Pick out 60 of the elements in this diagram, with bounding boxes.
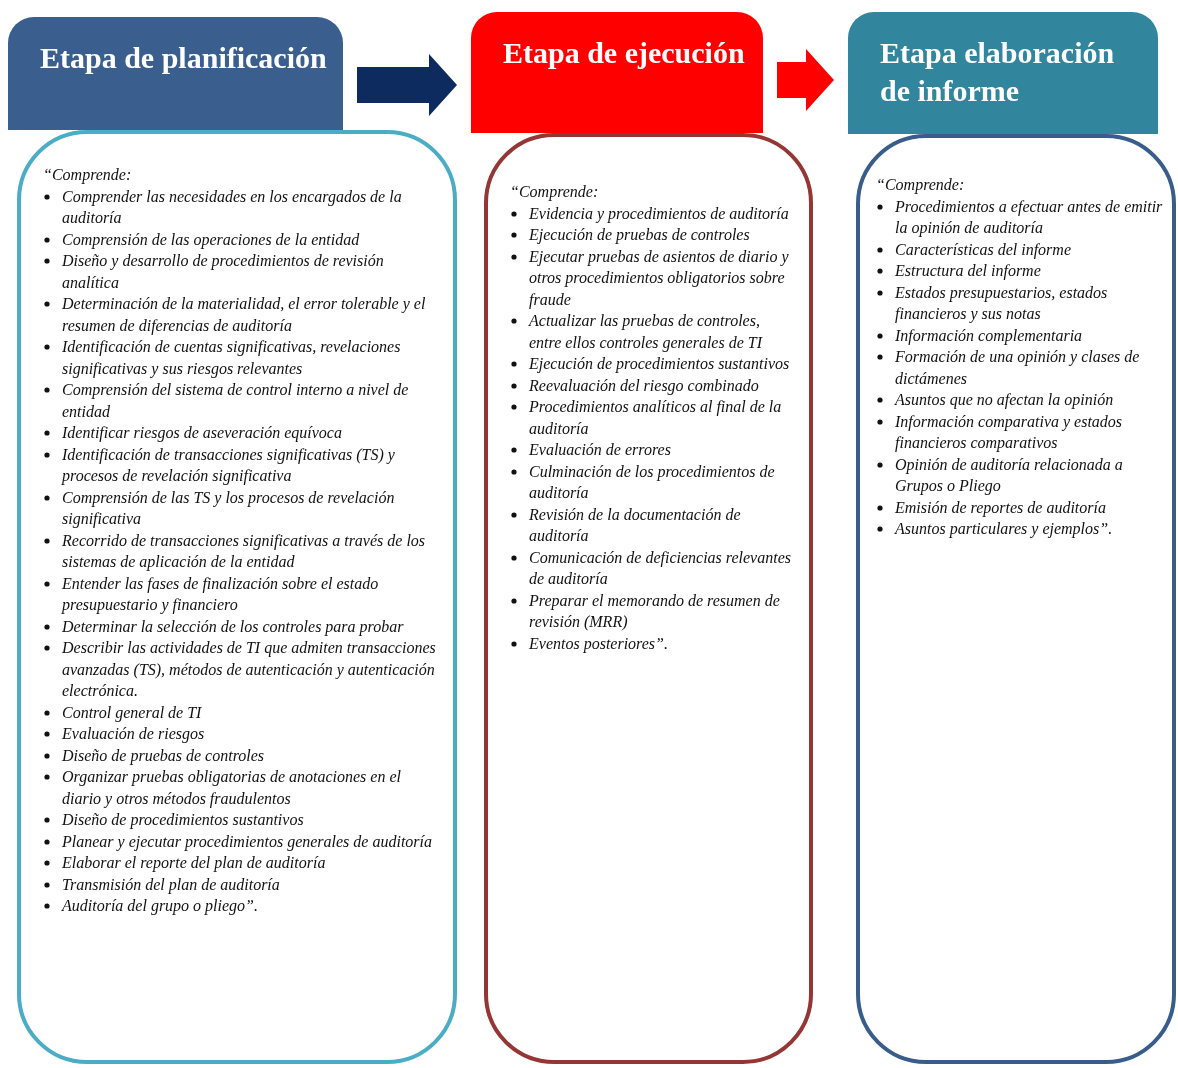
list-item: Planear y ejecutar procedimientos generales de auditoría <box>62 832 432 850</box>
stage-title: Etapa de ejecución <box>503 35 746 71</box>
list-item: Emisión de reportes de auditoría <box>895 498 1106 516</box>
list-item: Transmisión del plan de auditoría <box>62 875 280 893</box>
list-item: Identificar riesgos de aseveración equívoca <box>62 424 342 441</box>
list-item: Ejecutar pruebas de asientos de diario y otros procedimientos obligatorios sobre fraude <box>529 247 789 308</box>
list-item: Ejecución de procedimientos sustantivos <box>529 355 790 372</box>
list-item: Reevaluación del riesgo combinado <box>529 376 759 394</box>
stage-title: Etapa elaboración de informe <box>880 35 1116 109</box>
block-arrow <box>357 54 457 116</box>
list-item: Determinación de la materialidad, el error tolerable y el resumen de diferencias de auditoría <box>62 295 426 334</box>
list-item: Evaluación de errores <box>529 441 671 458</box>
list-item: Determinar la selección de los controles para probar <box>62 617 404 635</box>
list-item: Opinión de auditoría relacionada a Grupos o Pliego <box>895 455 1123 494</box>
content-panel <box>856 134 1176 1064</box>
list-item: Asuntos particulares y ejemplos”. <box>895 520 1113 537</box>
intro-text: “Comprende: <box>43 165 133 186</box>
stage-header <box>471 12 763 133</box>
list-item: Procedimientos analíticos al final de la auditoría <box>529 398 782 437</box>
list-item: Entender las fases de finalización sobre el estado presupuestario y financiero <box>62 574 379 613</box>
intro-text: “Comprende: <box>510 182 600 203</box>
list-item: Formación de una opinión y clases de dictámenes <box>895 348 1140 387</box>
list-item: Ejecución de pruebas de controles <box>529 226 750 243</box>
content-panel <box>17 130 457 1064</box>
list-item: Culminación de los procedimientos de auditoría <box>529 462 775 501</box>
list-item: Eventos posteriores”. <box>529 634 668 652</box>
stage-header <box>8 17 343 130</box>
list-item: Evaluación de riesgos <box>62 725 205 742</box>
intro-text: “Comprende: <box>876 175 966 196</box>
stage-title: Etapa de planificación <box>40 40 328 76</box>
list-item: Procedimientos a efectuar antes de emitir la opinión de auditoría <box>895 197 1163 236</box>
list-item: Identificación de cuentas significativas, revelaciones significativas y sus riesgos relevantes <box>62 338 401 377</box>
list-item: Elaborar el reporte del plan de auditoría <box>62 854 326 871</box>
list-item: Describir las actividades de TI que admiten transacciones avanzadas (TS), métodos de autenticación y autenticación electrónica. <box>62 639 436 699</box>
list-item: Estados presupuestarios, estados financieros y sus notas <box>895 283 1108 322</box>
list-item: Características del informe <box>895 240 1071 258</box>
list-item: Actualizar las pruebas de controles, entre ellos controles generales de TI <box>529 312 762 351</box>
list-item: Comunicación de deficiencias relevantes de auditoría <box>529 548 791 587</box>
list-item: Identificación de transacciones significativas (TS) y procesos de revelación significativa <box>62 445 395 484</box>
list-item: Organizar pruebas obligatorias de anotaciones en el diario y otros métodos fraudulentos <box>62 768 401 807</box>
list-item: Comprender las necesidades en los encargados de la auditoría <box>62 187 402 226</box>
list-item: Diseño de procedimientos sustantivos <box>62 811 304 828</box>
list-item: Comprensión de las TS y los procesos de revelación significativa <box>62 488 395 527</box>
list-item: Información complementaria <box>895 326 1083 344</box>
list-item: Revisión de la documentación de auditoría <box>529 505 741 544</box>
list-item: Auditoría del grupo o pliego”. <box>62 897 258 914</box>
list-item: Información comparativa y estados financieros comparativos <box>895 412 1123 451</box>
content-panel <box>484 133 813 1064</box>
list-item: Diseño y desarrollo de procedimientos de revisión analítica <box>62 252 384 291</box>
list-item: Comprensión de las operaciones de la entidad <box>62 230 360 248</box>
list-item: Comprensión del sistema de control interno a nivel de entidad <box>62 381 409 420</box>
stage-header <box>848 12 1158 134</box>
list-item: Control general de TI <box>62 703 202 721</box>
list-item: Recorrido de transacciones significativas a través de los sistemas de aplicación de la entidad <box>62 531 426 570</box>
list-item: Asuntos que no afectan la opinión <box>895 391 1114 408</box>
list-item: Estructura del informe <box>895 262 1041 279</box>
list-item: Diseño de pruebas de controles <box>62 746 265 764</box>
list-item: Preparar el memorando de resumen de revisión (MRR) <box>529 591 780 630</box>
list-item: Evidencia y procedimientos de auditoría <box>529 204 789 222</box>
block-arrow <box>777 49 834 111</box>
